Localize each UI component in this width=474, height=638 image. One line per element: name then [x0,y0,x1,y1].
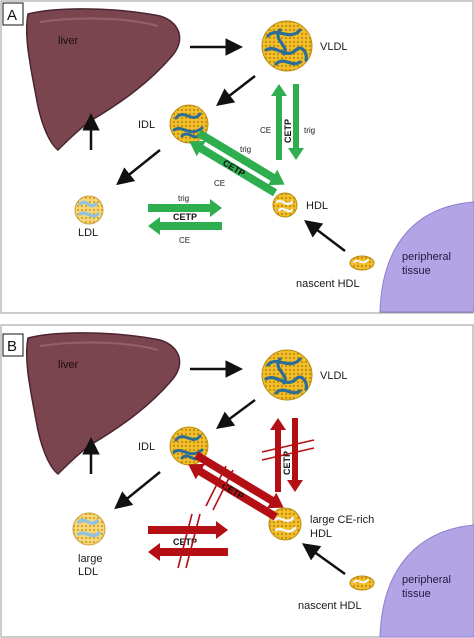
liver-highlight-b [39,341,159,351]
nascent-hdl-particle [349,255,375,271]
arrow-idl-to-ldl-b [114,471,161,510]
block-hash-horizontal [177,513,201,569]
liver-shape [25,8,181,152]
panel-a-label-box [2,2,24,26]
panel-b-label-box [2,333,24,357]
ce-diagonal-label: CE [214,179,225,188]
arrow-vldl-to-idl [216,75,256,107]
ce-vertical-label: CE [260,126,271,135]
liver-shape-b [25,332,181,476]
arrow-nascent-to-hdl [304,219,346,252]
large-hdl-particle [268,507,302,541]
peripheral-label-b-line2: tissue [402,588,431,600]
idl-label: IDL [138,119,155,131]
trig-horizontal-label: trig [178,194,189,203]
nascent-hdl-label-b: nascent HDL [298,600,362,612]
cetp-vertical-label: CETP [283,119,293,143]
panel-a-border [0,0,474,314]
large-ldl-label-line1: large [78,553,102,565]
cetp-arrow-ldl-ce-left [148,217,222,235]
nascent-hdl-label: nascent HDL [296,278,360,290]
large-ldl-particle [72,512,106,546]
blocked-arrow-diagonal-1 [194,451,284,509]
liver-label-b: liver [58,359,79,371]
cetp-arrow-ldl-trig-right [148,199,222,217]
blocked-arrow-horizontal-left [148,543,228,561]
panel-a: A liver peripheral tissue VLDL IDL LDL [0,0,474,314]
block-hash-vertical [261,439,315,461]
arrow-idl-to-ldl [116,149,161,186]
ldl-label: LDL [78,227,98,239]
vldl-label-b: VLDL [320,370,348,382]
cetp-arrow-vldl-trig-down [288,84,304,160]
trig-diagonal-label: trig [240,145,251,154]
peripheral-label-b-line1: peripheral [402,574,451,586]
peripheral-label-line2: tissue [402,265,431,277]
peripheral-label-line1: peripheral [402,251,451,263]
arrow-vldl-to-idl-b [215,398,256,429]
trig-vertical-label: trig [304,126,315,135]
ldl-particle [74,195,104,225]
hdl-particle [272,192,298,218]
cetp-horizontal-label: CETP [173,212,197,222]
arrow-nascent-to-hdl-b [301,543,346,576]
panel-b: B liver peripheral tissue VLDL IDL large… [0,324,474,638]
vldl-label: VLDL [320,41,348,53]
blocked-arrow-diagonal-2 [188,463,278,521]
large-ldl-label-line2: LDL [78,566,98,578]
peripheral-tissue-shape [379,201,474,313]
cetp-vertical-label-b: CETP [282,451,292,475]
idl-label-b: IDL [138,441,155,453]
cetp-arrow-vldl-ce-up [271,84,287,160]
large-hdl-label-line2: HDL [310,528,332,540]
cetp-arrow-idl-ce [189,140,278,197]
vldl-particle-b [261,349,313,401]
blocked-arrow-vertical-down [287,418,303,492]
panel-a-letter: A [7,7,17,24]
vldl-particle [261,20,313,72]
panel-b-border [0,324,474,638]
ce-horizontal-label: CE [179,236,190,245]
cetp-arrow-idl-trig [196,129,285,186]
panel-b-letter: B [7,338,17,355]
nascent-hdl-particle-b [349,575,375,591]
large-hdl-label-line1: large CE-rich [310,514,374,526]
hdl-label: HDL [306,200,328,212]
peripheral-tissue-shape-b [379,524,474,638]
liver-label: liver [58,35,79,47]
block-hash-diagonal [205,465,234,511]
liver-highlight [39,17,159,27]
blocked-arrow-vertical-up [270,418,286,492]
idl-particle [169,104,209,144]
